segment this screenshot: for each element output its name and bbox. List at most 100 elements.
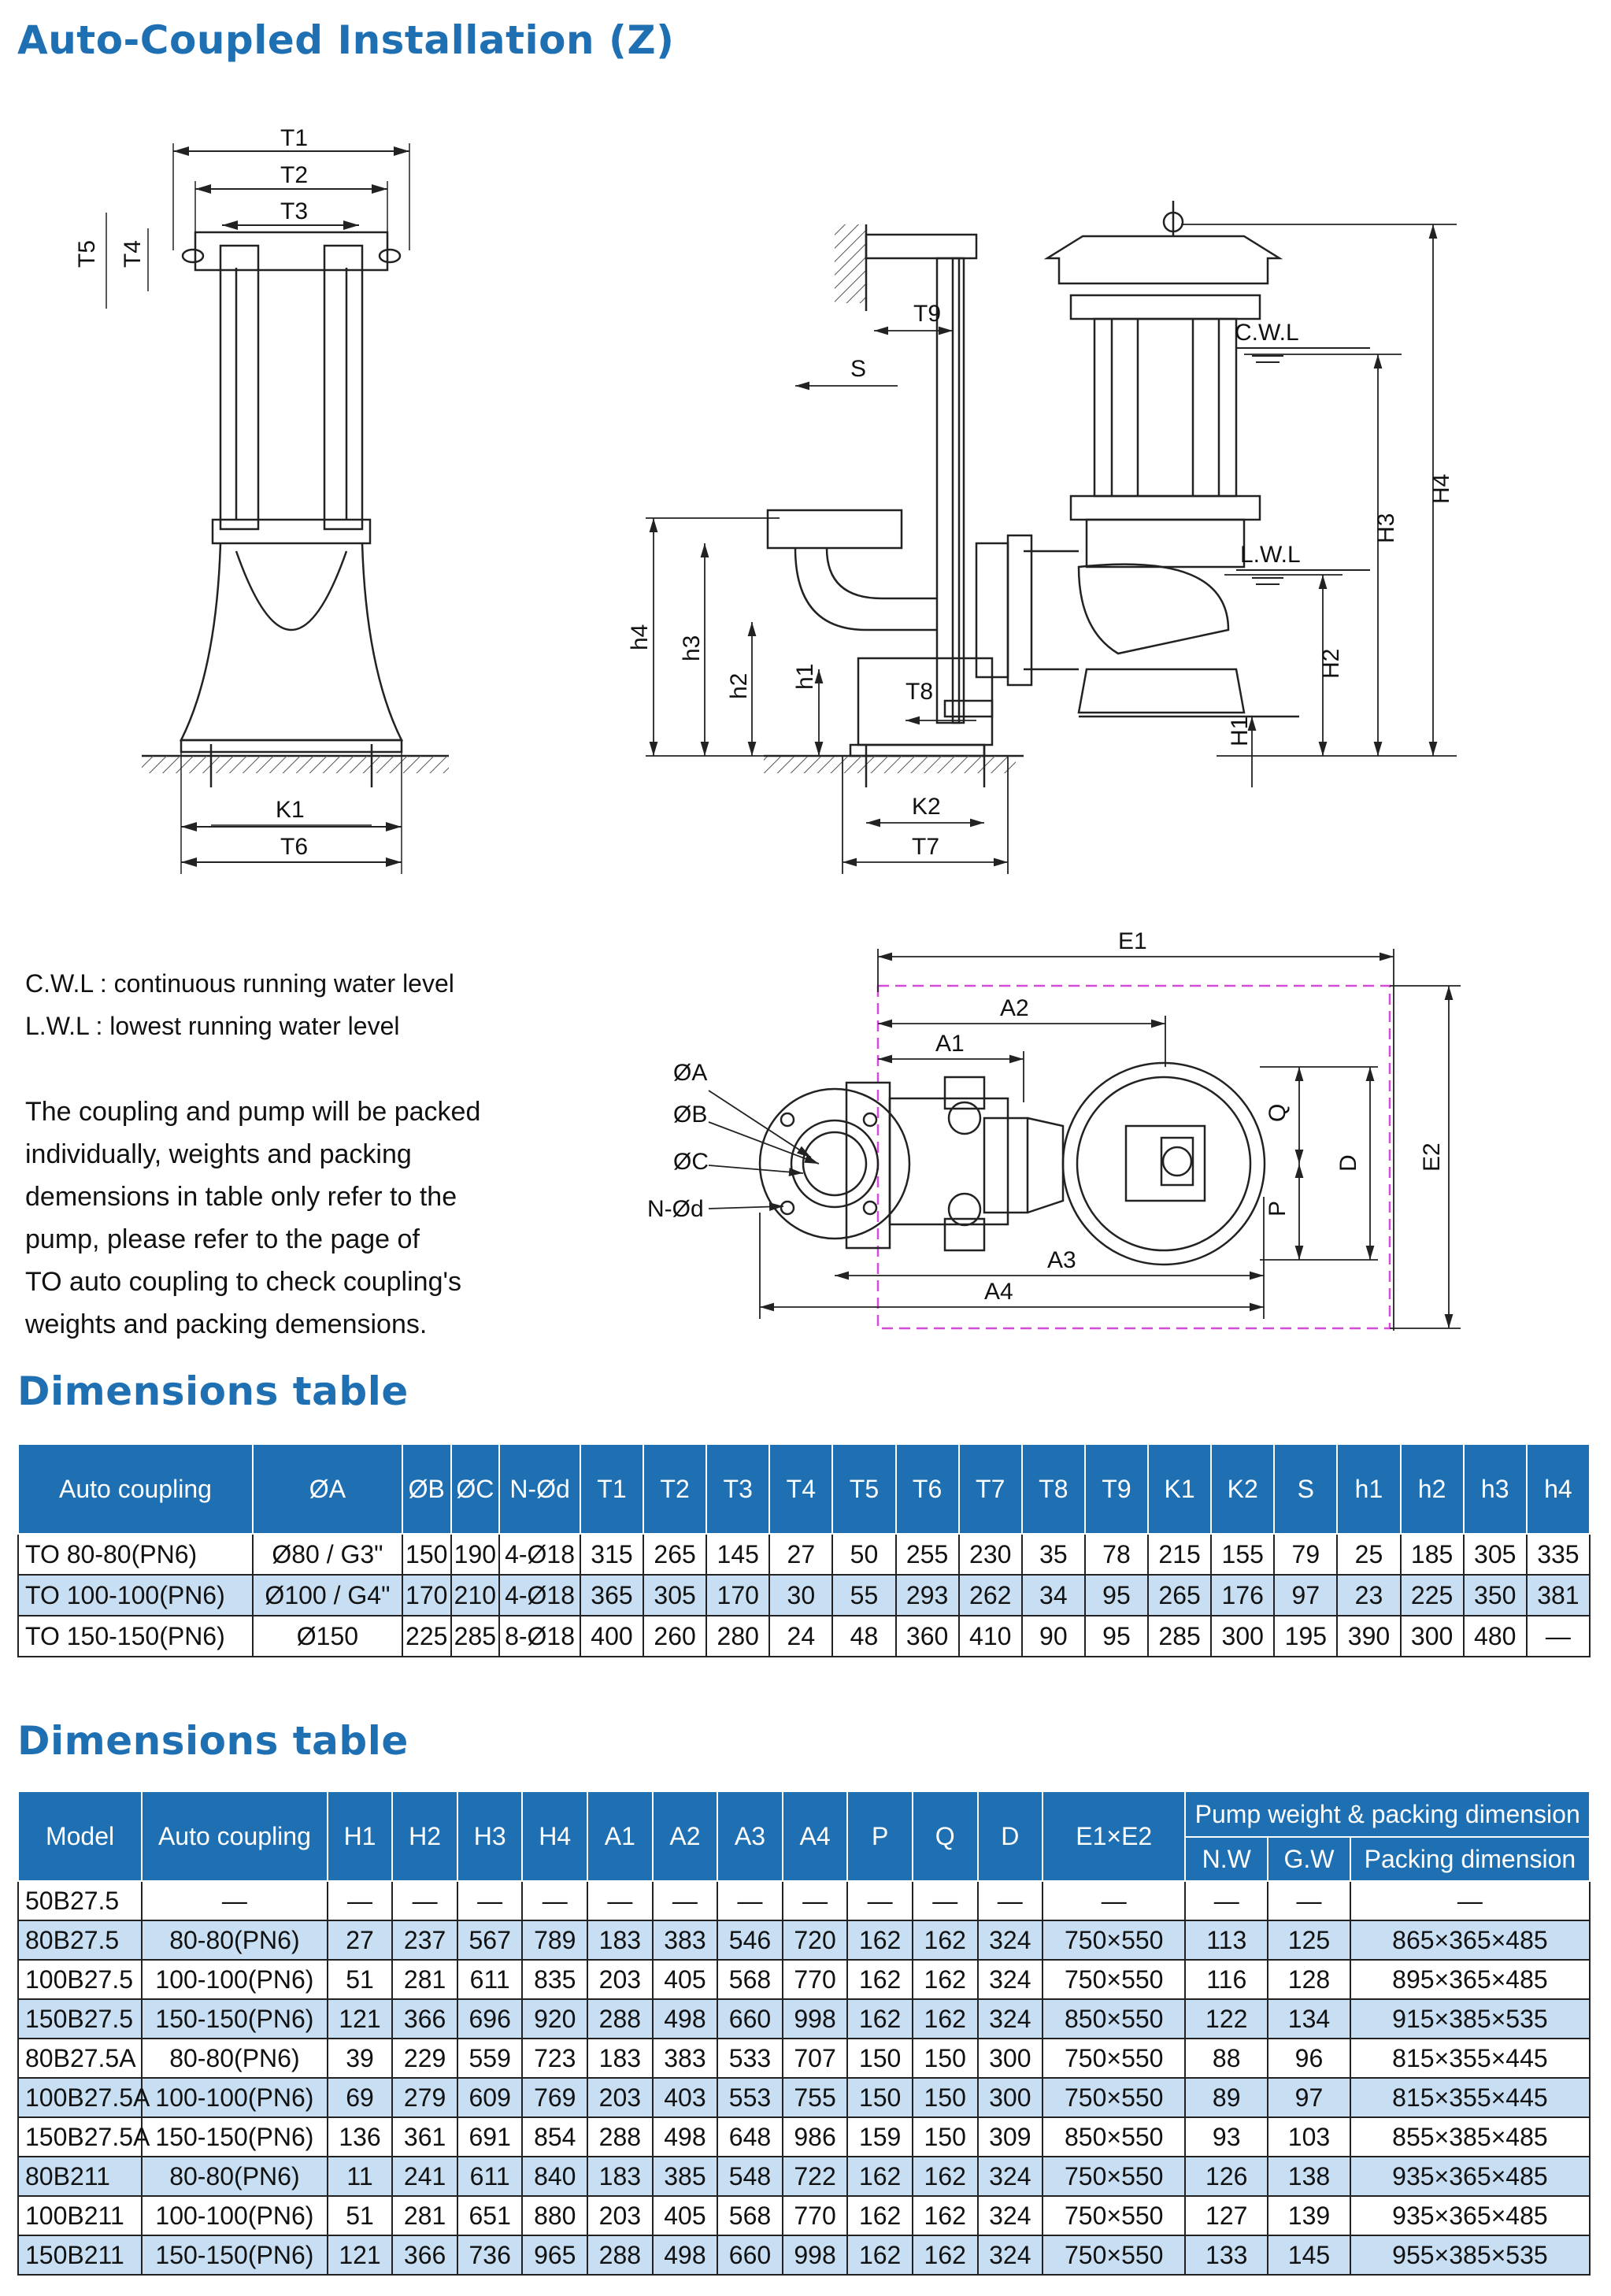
table-cell: 385: [651, 2156, 719, 2197]
table-cell: 80-80(PN6): [141, 2156, 328, 2197]
label-A1: A1: [935, 1031, 965, 1057]
label-lwl: L.W.L: [1240, 542, 1301, 568]
table-cell: —: [141, 1880, 328, 1921]
table-cell: 113: [1184, 1920, 1269, 1961]
label-P: P: [1265, 1201, 1291, 1217]
column-header: T3: [706, 1443, 771, 1535]
table-cell: 660: [717, 2235, 783, 2276]
legend-lwl: L.W.L : lowest running water level: [25, 1012, 400, 1040]
table-cell: 24: [768, 1615, 834, 1657]
table-cell: 51: [326, 1959, 394, 2000]
table-cell: 835: [521, 1959, 589, 2000]
column-header: T9: [1083, 1443, 1150, 1535]
table-cell: 533: [717, 2038, 783, 2079]
table-cell: 229: [391, 2038, 458, 2079]
label-K2: K2: [912, 794, 941, 820]
label-NOd: N-Ød: [647, 1196, 704, 1222]
label-h2: h2: [726, 673, 752, 699]
table-cell: 203: [587, 1959, 654, 2000]
note-line: individually, weights and packing: [25, 1139, 412, 1169]
table-cell: 190: [450, 1533, 501, 1576]
column-header: ØA: [251, 1443, 403, 1535]
table-cell: 611: [456, 2156, 524, 2197]
table-cell: 696: [456, 1998, 524, 2039]
column-header: h3: [1462, 1443, 1528, 1535]
table-cell: 880: [521, 2195, 589, 2236]
legend-cwl: C.W.L : continuous running water level: [25, 969, 454, 998]
table-cell: 162: [911, 2195, 979, 2236]
label-OC: ØC: [673, 1149, 709, 1175]
label-K1: K1: [276, 797, 305, 823]
column-header: S: [1273, 1443, 1339, 1535]
table-cell: —: [976, 1880, 1044, 1921]
table-row: 50B27.5————————————————: [17, 1880, 1591, 1921]
table-cell: 139: [1267, 2195, 1351, 2236]
table-cell: 162: [846, 1920, 913, 1961]
label-Q: Q: [1265, 1104, 1291, 1122]
table-cell: 736: [456, 2235, 524, 2276]
plan-view-labels: E1 A2 A1 A3 A4 Q P D E2 ØA ØB ØC N-Ød: [647, 928, 1445, 1305]
side-view-labels: C.W.L L.W.L T9 S T8 K2 T7 h4 h3 h2 h1 H4…: [627, 301, 1454, 860]
label-OA: ØA: [673, 1060, 707, 1086]
table-cell: 80B211: [17, 2156, 143, 2197]
label-h1: h1: [792, 664, 818, 690]
label-cwl: C.W.L: [1235, 320, 1299, 346]
table-cell: 390: [1336, 1615, 1402, 1657]
table-cell: 285: [450, 1615, 501, 1657]
table-cell: 410: [957, 1615, 1023, 1657]
table-cell: 651: [456, 2195, 524, 2236]
table-cell: 480: [1462, 1615, 1528, 1657]
column-header: Packing dimension: [1349, 1836, 1591, 1882]
table-cell: 965: [521, 2235, 589, 2276]
table-cell: TO 80-80(PN6): [17, 1533, 254, 1576]
column-header: H3: [456, 1791, 524, 1882]
label-H2: H2: [1318, 649, 1344, 679]
column-header: A4: [781, 1791, 849, 1882]
label-S: S: [850, 356, 866, 382]
table-cell: —: [1042, 1880, 1187, 1921]
table-cell: 162: [911, 1920, 979, 1961]
table-cell: 935×365×485: [1349, 2195, 1591, 2236]
table-cell: 998: [781, 2235, 849, 2276]
label-T6: T6: [280, 834, 308, 860]
table-cell: 185: [1399, 1533, 1465, 1576]
table-cell: 162: [846, 2195, 913, 2236]
table-cell: 162: [846, 2235, 913, 2276]
table-cell: 315: [579, 1533, 645, 1576]
table-cell: 285: [1147, 1615, 1213, 1657]
table-cell: 133: [1184, 2235, 1269, 2276]
table-cell: 279: [391, 2077, 458, 2118]
column-header: K1: [1147, 1443, 1213, 1535]
table-cell: 498: [651, 2116, 719, 2157]
table-cell: 281: [391, 2195, 458, 2236]
table-cell: 183: [587, 1920, 654, 1961]
label-A2: A2: [1000, 995, 1029, 1021]
table-cell: 162: [846, 1959, 913, 2000]
group-header: Pump weight & packing dimension: [1184, 1791, 1591, 1838]
column-header: Model: [17, 1791, 143, 1882]
table-cell: 150: [911, 2116, 979, 2157]
column-header: T5: [831, 1443, 897, 1535]
table-cell: 128: [1267, 1959, 1351, 2000]
table-cell: 150: [846, 2038, 913, 2079]
table-cell: 998: [781, 1998, 849, 2039]
table-cell: 383: [651, 1920, 719, 1961]
label-T9: T9: [913, 301, 941, 327]
table-cell: 722: [781, 2156, 849, 2197]
table-cell: 660: [717, 1998, 783, 2039]
table-cell: 203: [587, 2077, 654, 2118]
front-view-labels: T1 T2 T3 T5 T4 K1 T6: [74, 125, 308, 860]
label-T7: T7: [912, 834, 939, 860]
table-cell: 162: [911, 2235, 979, 2276]
table-cell: 255: [894, 1533, 960, 1576]
table-cell: 80-80(PN6): [141, 2038, 328, 2079]
table-cell: 150: [846, 2077, 913, 2118]
table-cell: 854: [521, 2116, 589, 2157]
table-cell: 567: [456, 1920, 524, 1961]
